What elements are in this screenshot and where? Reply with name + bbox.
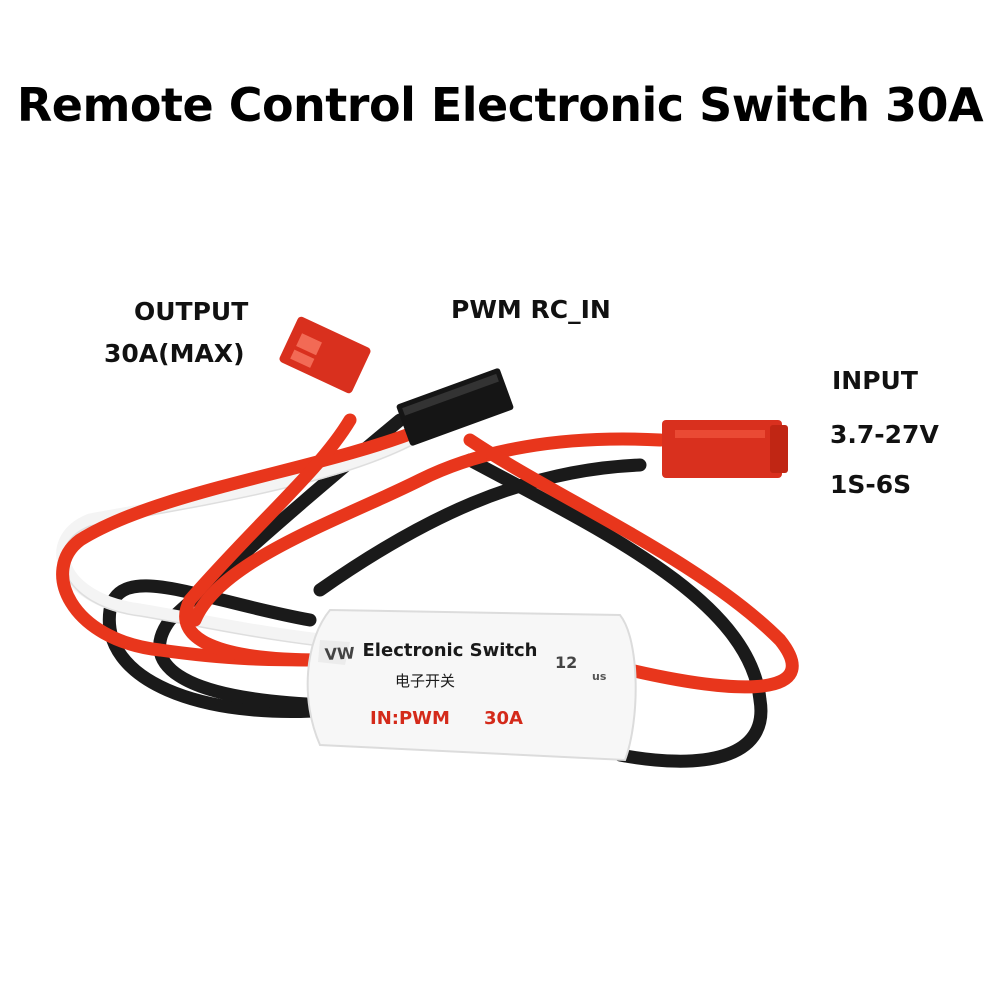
svg-text:12: 12 (555, 653, 577, 672)
module-name-cn: 电子开关 (395, 672, 455, 690)
output-connector (279, 316, 371, 394)
module-name: Electronic Switch (363, 640, 538, 661)
svg-text:us: us (592, 670, 607, 683)
output-label: OUTPUT (134, 297, 249, 326)
input-connector (662, 420, 788, 478)
module-spec-in: IN:PWM (370, 708, 450, 729)
output-max-label: 30A(MAX) (104, 339, 245, 368)
input-label: INPUT (832, 366, 918, 395)
module-spec-current: 30A (484, 708, 523, 729)
input-voltage-label: 3.7-27V (830, 420, 939, 449)
pwm-in-label: PWM RC_IN (451, 295, 611, 324)
product-title: Remote Control Electronic Switch 30A (16, 78, 984, 132)
svg-text:VW: VW (324, 643, 355, 664)
switch-module: VW 12 us (306, 608, 637, 762)
pwm-connector (396, 368, 514, 446)
input-cells-label: 1S-6S (830, 470, 912, 499)
